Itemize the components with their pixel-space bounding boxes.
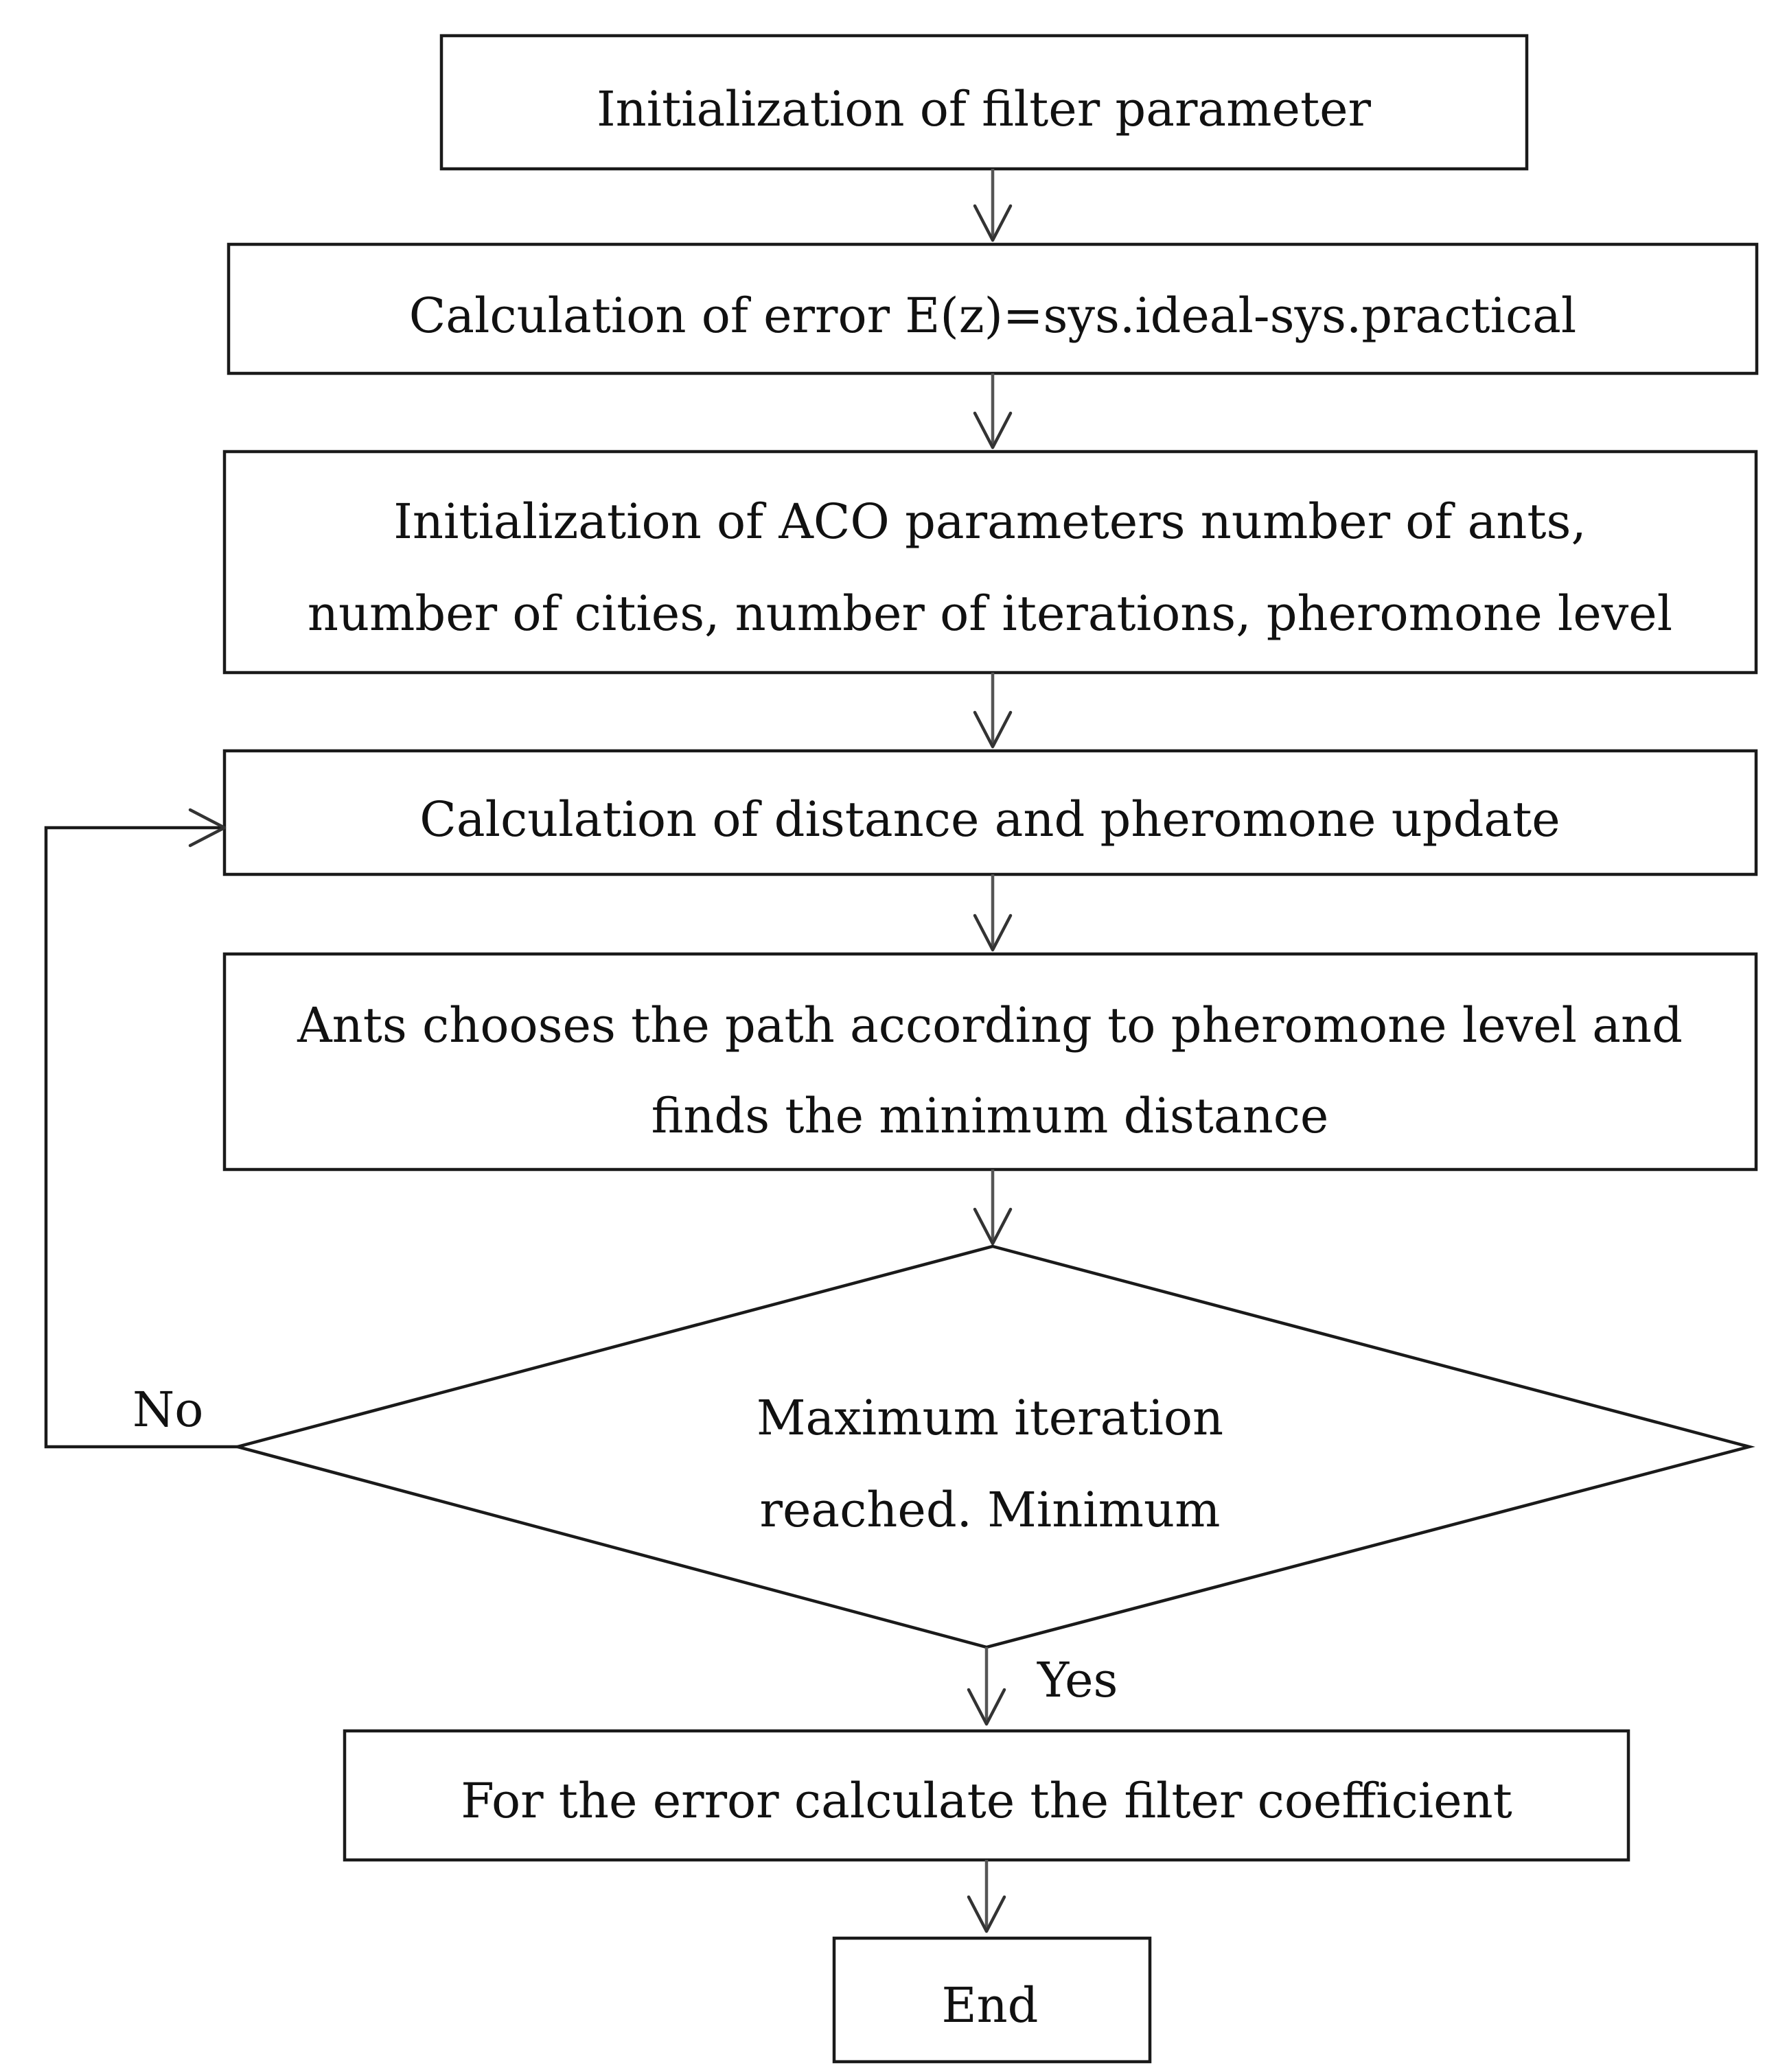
- init-filter-label: Initialization of filter parameter: [597, 81, 1372, 137]
- init-aco-label-line2: number of cities, number of iterations, …: [308, 585, 1672, 642]
- ants-path-label-line2: finds the minimum distance: [651, 1088, 1329, 1144]
- calc-error-box: [227, 242, 1759, 375]
- decision-diamond: [231, 1244, 1755, 1649]
- init-aco-box: [222, 450, 1758, 675]
- init-aco-node: Initialization of ACO parameters number …: [222, 450, 1758, 675]
- arrow-calc-error-to-init-aco: [973, 373, 1013, 450]
- init-aco-label-line1: Initialization of ACO parameters number …: [393, 493, 1586, 550]
- end-box: [832, 1936, 1152, 2064]
- ants-path-node: Ants chooses the path according to phero…: [222, 952, 1758, 1172]
- distance-update-node: Calculation of distance and pheromone up…: [222, 749, 1758, 876]
- yes-arrow-connector: [967, 1647, 1006, 1726]
- calc-error-label: Calculation of error E(z)=sys.ideal-sys.…: [409, 288, 1577, 344]
- arrow-init-filter-to-calc-error: [973, 169, 1013, 242]
- yes-edge-label: Yes: [1037, 1652, 1118, 1708]
- calc-error-node: Calculation of error E(z)=sys.ideal-sys.…: [227, 242, 1759, 375]
- ants-path-label-line1: Ants chooses the path according to phero…: [297, 997, 1683, 1054]
- no-edge-label: No: [132, 1382, 203, 1438]
- init-filter-box: [439, 34, 1529, 171]
- end-label: End: [942, 1977, 1039, 2034]
- init-filter-node: Initialization of filter parameter: [439, 34, 1529, 171]
- no-loop-connector: [44, 808, 238, 1449]
- arrow-filter-coeff-to-end: [967, 1860, 1006, 1933]
- filter-coeff-node: For the error calculate the filter coeff…: [343, 1729, 1630, 1862]
- decision-label-line2: reached. Minimum: [759, 1482, 1220, 1538]
- distance-update-label: Calculation of distance and pheromone up…: [419, 791, 1560, 848]
- arrow-init-aco-to-distance-update: [973, 673, 1013, 749]
- filter-coeff-label: For the error calculate the filter coeff…: [461, 1773, 1512, 1829]
- filter-coeff-box: [343, 1729, 1630, 1862]
- ants-path-box: [222, 952, 1758, 1172]
- end-node: End: [832, 1936, 1152, 2064]
- distance-update-box: [222, 749, 1758, 876]
- arrow-ants-path-to-decision: [973, 1169, 1013, 1246]
- decision-node: Maximum iteration reached. Minimum: [231, 1244, 1755, 1649]
- arrow-distance-update-to-ants-path: [973, 874, 1013, 952]
- decision-label-line1: Maximum iteration: [757, 1390, 1223, 1446]
